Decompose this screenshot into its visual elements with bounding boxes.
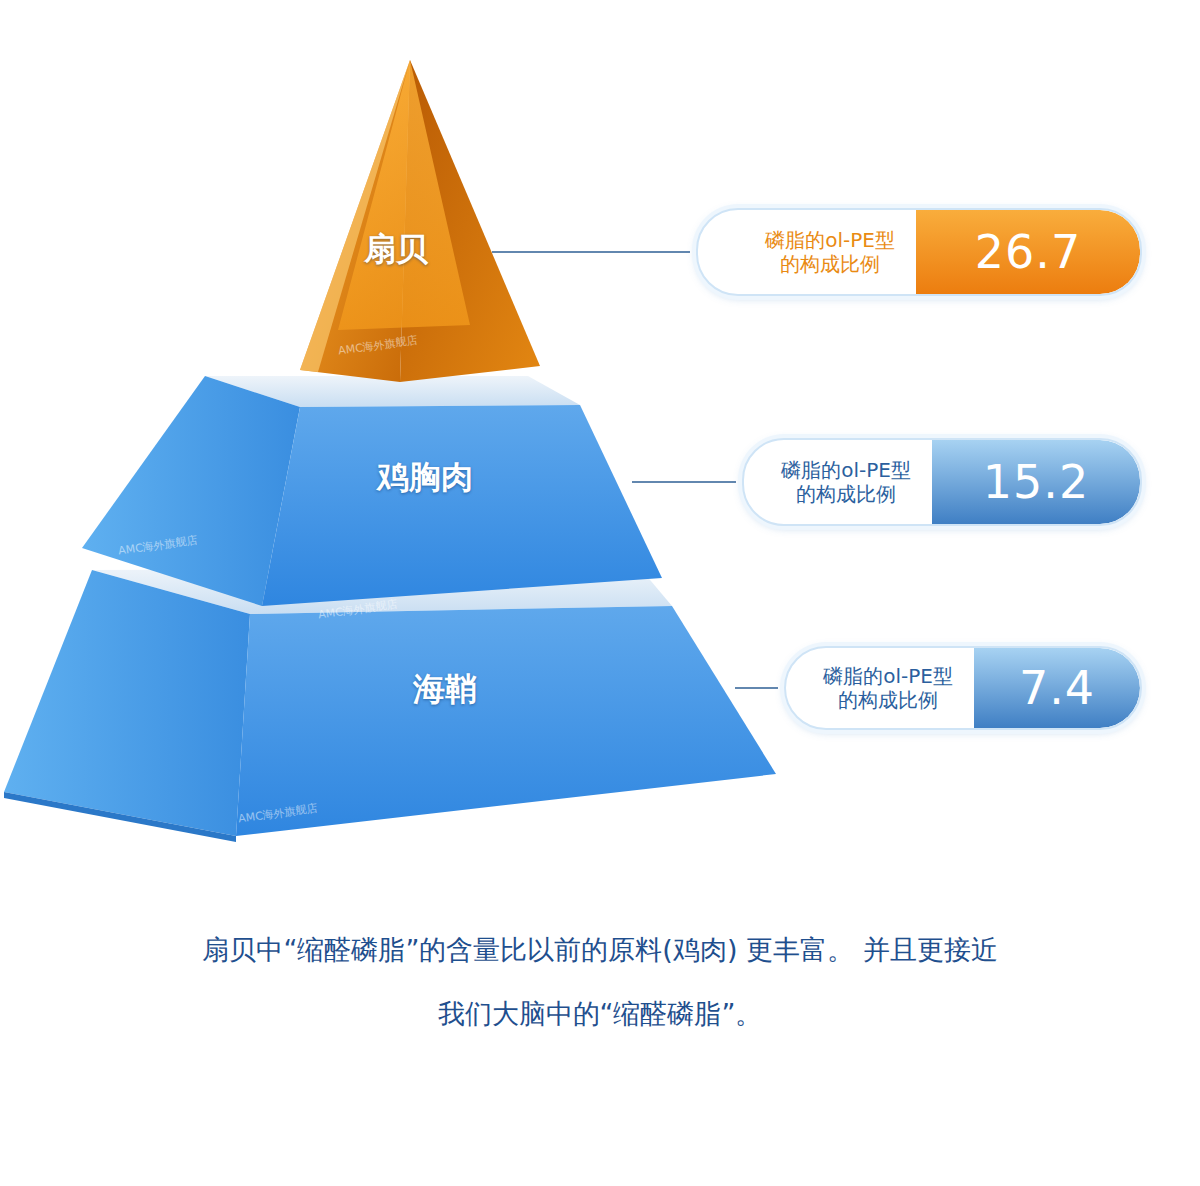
pyramid-tier: 鸡胸肉 xyxy=(218,448,632,508)
callout-label: 磷脂的ol-PE型 的构成比例 xyxy=(744,440,932,524)
tier-label: 海鞘 xyxy=(413,668,477,712)
pyramid-tier: 扇贝 xyxy=(300,220,492,280)
bottom-tier xyxy=(4,568,776,842)
callout-number: 15.2 xyxy=(932,440,1140,524)
tier-label: 扇贝 xyxy=(364,228,428,272)
leader-line xyxy=(492,251,690,253)
tier-label: 鸡胸肉 xyxy=(377,456,473,500)
callout-label: 磷脂的ol-PE型 的构成比例 xyxy=(728,210,916,294)
callout-number: 26.7 xyxy=(916,210,1140,294)
pyramid-tier: 海鞘 xyxy=(155,660,735,720)
value-callout: 磷脂的ol-PE型 的构成比例7.4 xyxy=(784,646,1142,730)
middle-tier xyxy=(82,376,662,606)
scallop-pyramid xyxy=(300,60,540,382)
callout-label: 磷脂的ol-PE型 的构成比例 xyxy=(786,648,974,728)
leader-line xyxy=(632,481,736,483)
caption: 扇贝中“缩醛磷脂”的含量比以前的原料(鸡肉) 更丰富。 并且更接近我们大脑中的“… xyxy=(200,918,1000,1046)
callout-number: 7.4 xyxy=(974,648,1140,728)
value-callout: 磷脂的ol-PE型 的构成比例26.7 xyxy=(696,208,1142,296)
leader-line xyxy=(735,687,778,689)
value-callout: 磷脂的ol-PE型 的构成比例15.2 xyxy=(742,438,1142,526)
